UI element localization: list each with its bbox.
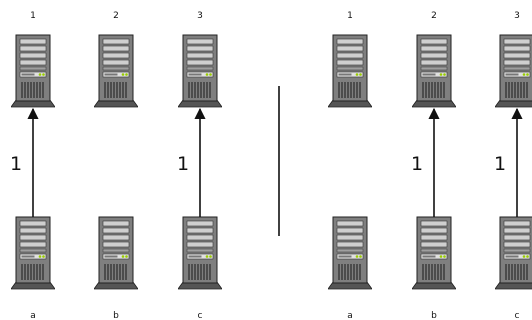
server-icon [178,34,222,108]
arrow-label: 1 [411,153,423,175]
bottom-server-label: c [198,311,203,320]
server-icon [328,34,372,108]
bottom-server-label: b [113,311,119,320]
bottom-server-label: c [515,311,520,320]
server-icon [94,34,138,108]
arrow-label: 1 [177,153,189,175]
bottom-server-label: a [30,311,36,320]
server-icon [178,216,222,290]
server-icon [495,216,532,290]
panel-2: 1 2 3 a b c 1 1 [328,11,532,320]
server-icon [11,216,55,290]
top-server-label: 1 [347,11,353,21]
bottom-server-label: b [431,311,437,320]
arrow-label: 1 [10,153,22,175]
server-icon [11,34,55,108]
server-icon [495,34,532,108]
server-icon [94,216,138,290]
top-server-label: 3 [197,11,203,21]
server-icon [412,34,456,108]
top-server-label: 1 [30,11,36,21]
server-icon [412,216,456,290]
top-server-label: 2 [431,11,437,21]
top-server-label: 2 [113,11,119,21]
server-icon [328,216,372,290]
top-server-label: 3 [514,11,520,21]
arrow-label: 1 [494,153,506,175]
panel-1: 1 2 3 a b c 1 1 [10,11,222,320]
bottom-server-label: a [347,311,353,320]
